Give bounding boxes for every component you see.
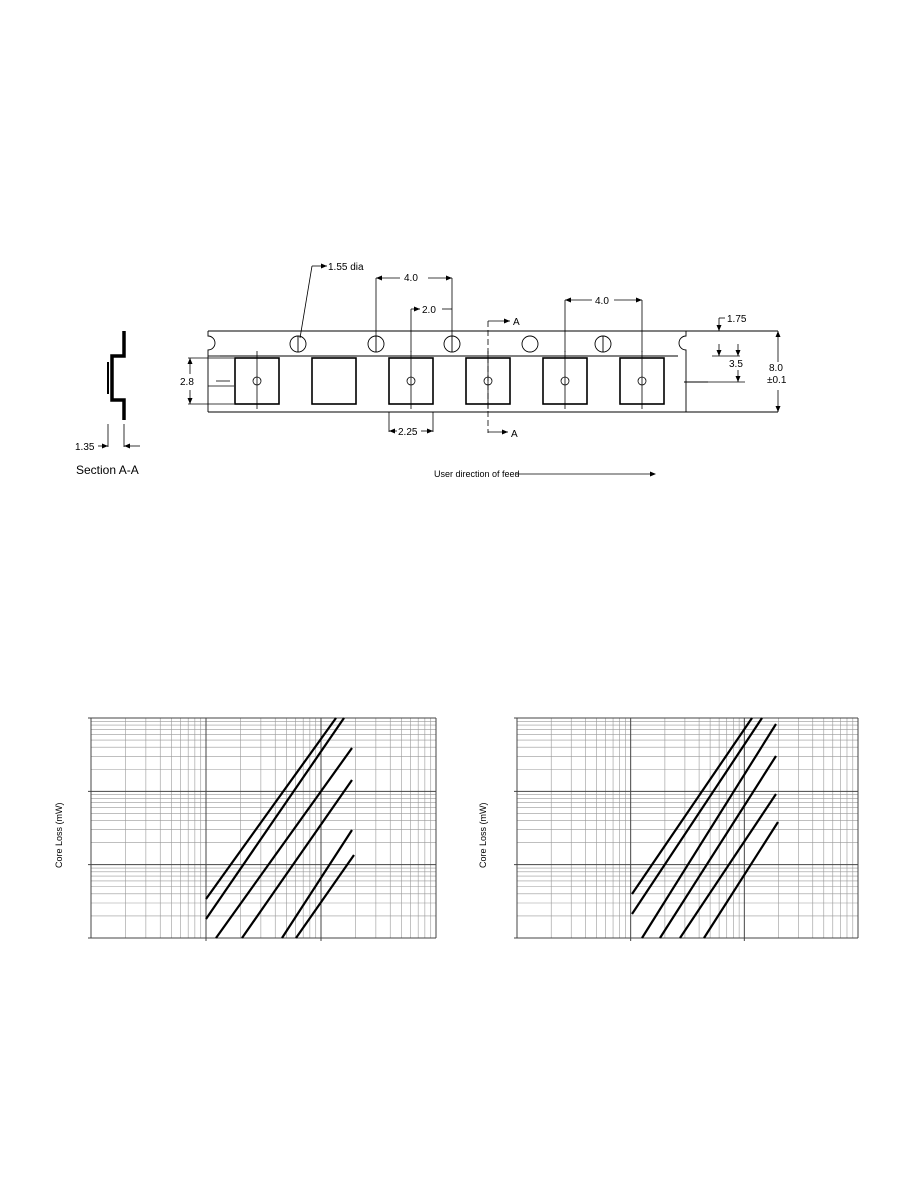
chart-left-curve — [205, 717, 345, 920]
hole-to-center-label: 3.5 — [729, 359, 743, 370]
section-marker-bottom: A — [511, 429, 518, 440]
chart-right-curve — [679, 793, 777, 939]
chart-right-ylabel: Core Loss (mW) — [478, 802, 488, 868]
hole-pitch-label: 4.0 — [404, 273, 418, 284]
section-view: 1.35 Section A-A — [75, 331, 140, 477]
pockets — [234, 357, 665, 405]
chart-right-curve — [631, 717, 753, 895]
section-title: Section A-A — [76, 463, 139, 477]
core-loss-chart-left — [88, 717, 437, 941]
section-profile — [110, 331, 126, 420]
chart-left-curve — [215, 747, 353, 939]
carrier-tape: 1.55 dia 4.0 2.0 4.0 A A 1.75 3.5 8.0 ±0… — [102, 262, 787, 479]
section-line — [487, 320, 510, 433]
pocket-pitch-label: 4.0 — [595, 296, 609, 307]
chart-left-curve — [205, 717, 337, 900]
pocket — [311, 357, 357, 405]
tape-width-label: 8.0 — [769, 363, 783, 374]
tape-width-tol-label: ±0.1 — [767, 375, 787, 386]
sprocket-hole — [521, 335, 539, 353]
feed-direction-label: User direction of feed — [434, 469, 520, 479]
section-marker-top: A — [513, 317, 520, 328]
chart-right-curve — [641, 723, 777, 939]
chart-left-curve — [295, 854, 355, 939]
sprocket-holes — [289, 335, 612, 353]
chart-left-curve — [281, 829, 353, 939]
chart-right-curve — [631, 717, 763, 915]
hole-dia-label: 1.55 dia — [328, 262, 364, 273]
edge-to-hole-label: 1.75 — [727, 314, 747, 325]
chart-right-curve — [703, 821, 779, 939]
core-loss-chart-right — [514, 717, 859, 941]
chart-left-curve — [241, 779, 353, 939]
pocket-offset-label: 2.25 — [398, 427, 418, 438]
chart-left-ylabel: Core Loss (mW) — [54, 802, 64, 868]
chart-right-curve — [659, 755, 777, 939]
hole-to-pocket-label: 2.0 — [422, 305, 436, 316]
pocket-size-label: 2.8 — [180, 377, 194, 388]
section-thickness-label: 1.35 — [75, 442, 95, 453]
